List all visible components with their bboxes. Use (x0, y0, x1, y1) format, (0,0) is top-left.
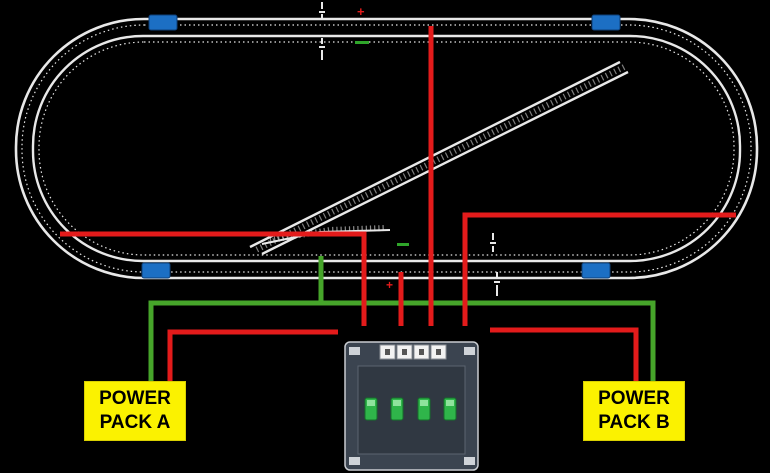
gap-marker-top-outer (319, 2, 325, 20)
controller-mount-holes (349, 347, 475, 465)
insulator-top-left (148, 14, 178, 31)
rail-gap-markers (319, 2, 500, 296)
power-pack-a-label: POWER PACK A (84, 381, 186, 441)
red-wire-pack-b (490, 327, 639, 382)
insulators (141, 14, 621, 279)
polarity-minus-top (355, 41, 369, 44)
gap-marker-bottom-inner (490, 233, 496, 252)
insulator-top-right (591, 14, 621, 31)
gap-marker-bottom-outer (494, 272, 500, 296)
insulator-bottom-left (141, 262, 171, 279)
polarity-plus-top: + (357, 4, 365, 19)
power-pack-b-line2: PACK B (598, 412, 670, 433)
inner-track-loop (31, 34, 742, 263)
track-layout (14, 17, 759, 280)
polarity-minus-middle (397, 243, 409, 246)
red-wire-pack-a (167, 329, 338, 382)
red-wires (60, 26, 736, 382)
crossover-track-lower (261, 70, 629, 256)
outer-track-loop-inner-rail (21, 24, 752, 273)
toggle-highlights (367, 400, 454, 406)
outer-track-loop (14, 17, 759, 280)
power-pack-b-line1: POWER (598, 388, 670, 409)
power-pack-a-line2: PACK A (99, 412, 171, 433)
controller-terminal-screws (385, 349, 441, 355)
gap-marker-top-inner (319, 38, 325, 60)
red-wire-block-4 (462, 212, 736, 326)
polarity-plus-middle: + (386, 278, 394, 292)
crossover-track-ties (254, 64, 626, 253)
turnout-track-ties (269, 225, 386, 243)
inner-track-loop-inner-rail (38, 41, 735, 256)
red-wire-block-1 (60, 231, 367, 326)
insulator-bottom-right (581, 262, 611, 279)
crossover-track-upper (249, 60, 621, 249)
power-pack-b-label: POWER PACK B (583, 381, 685, 441)
power-pack-a-line1: POWER (99, 388, 171, 409)
block-controller (344, 341, 479, 471)
